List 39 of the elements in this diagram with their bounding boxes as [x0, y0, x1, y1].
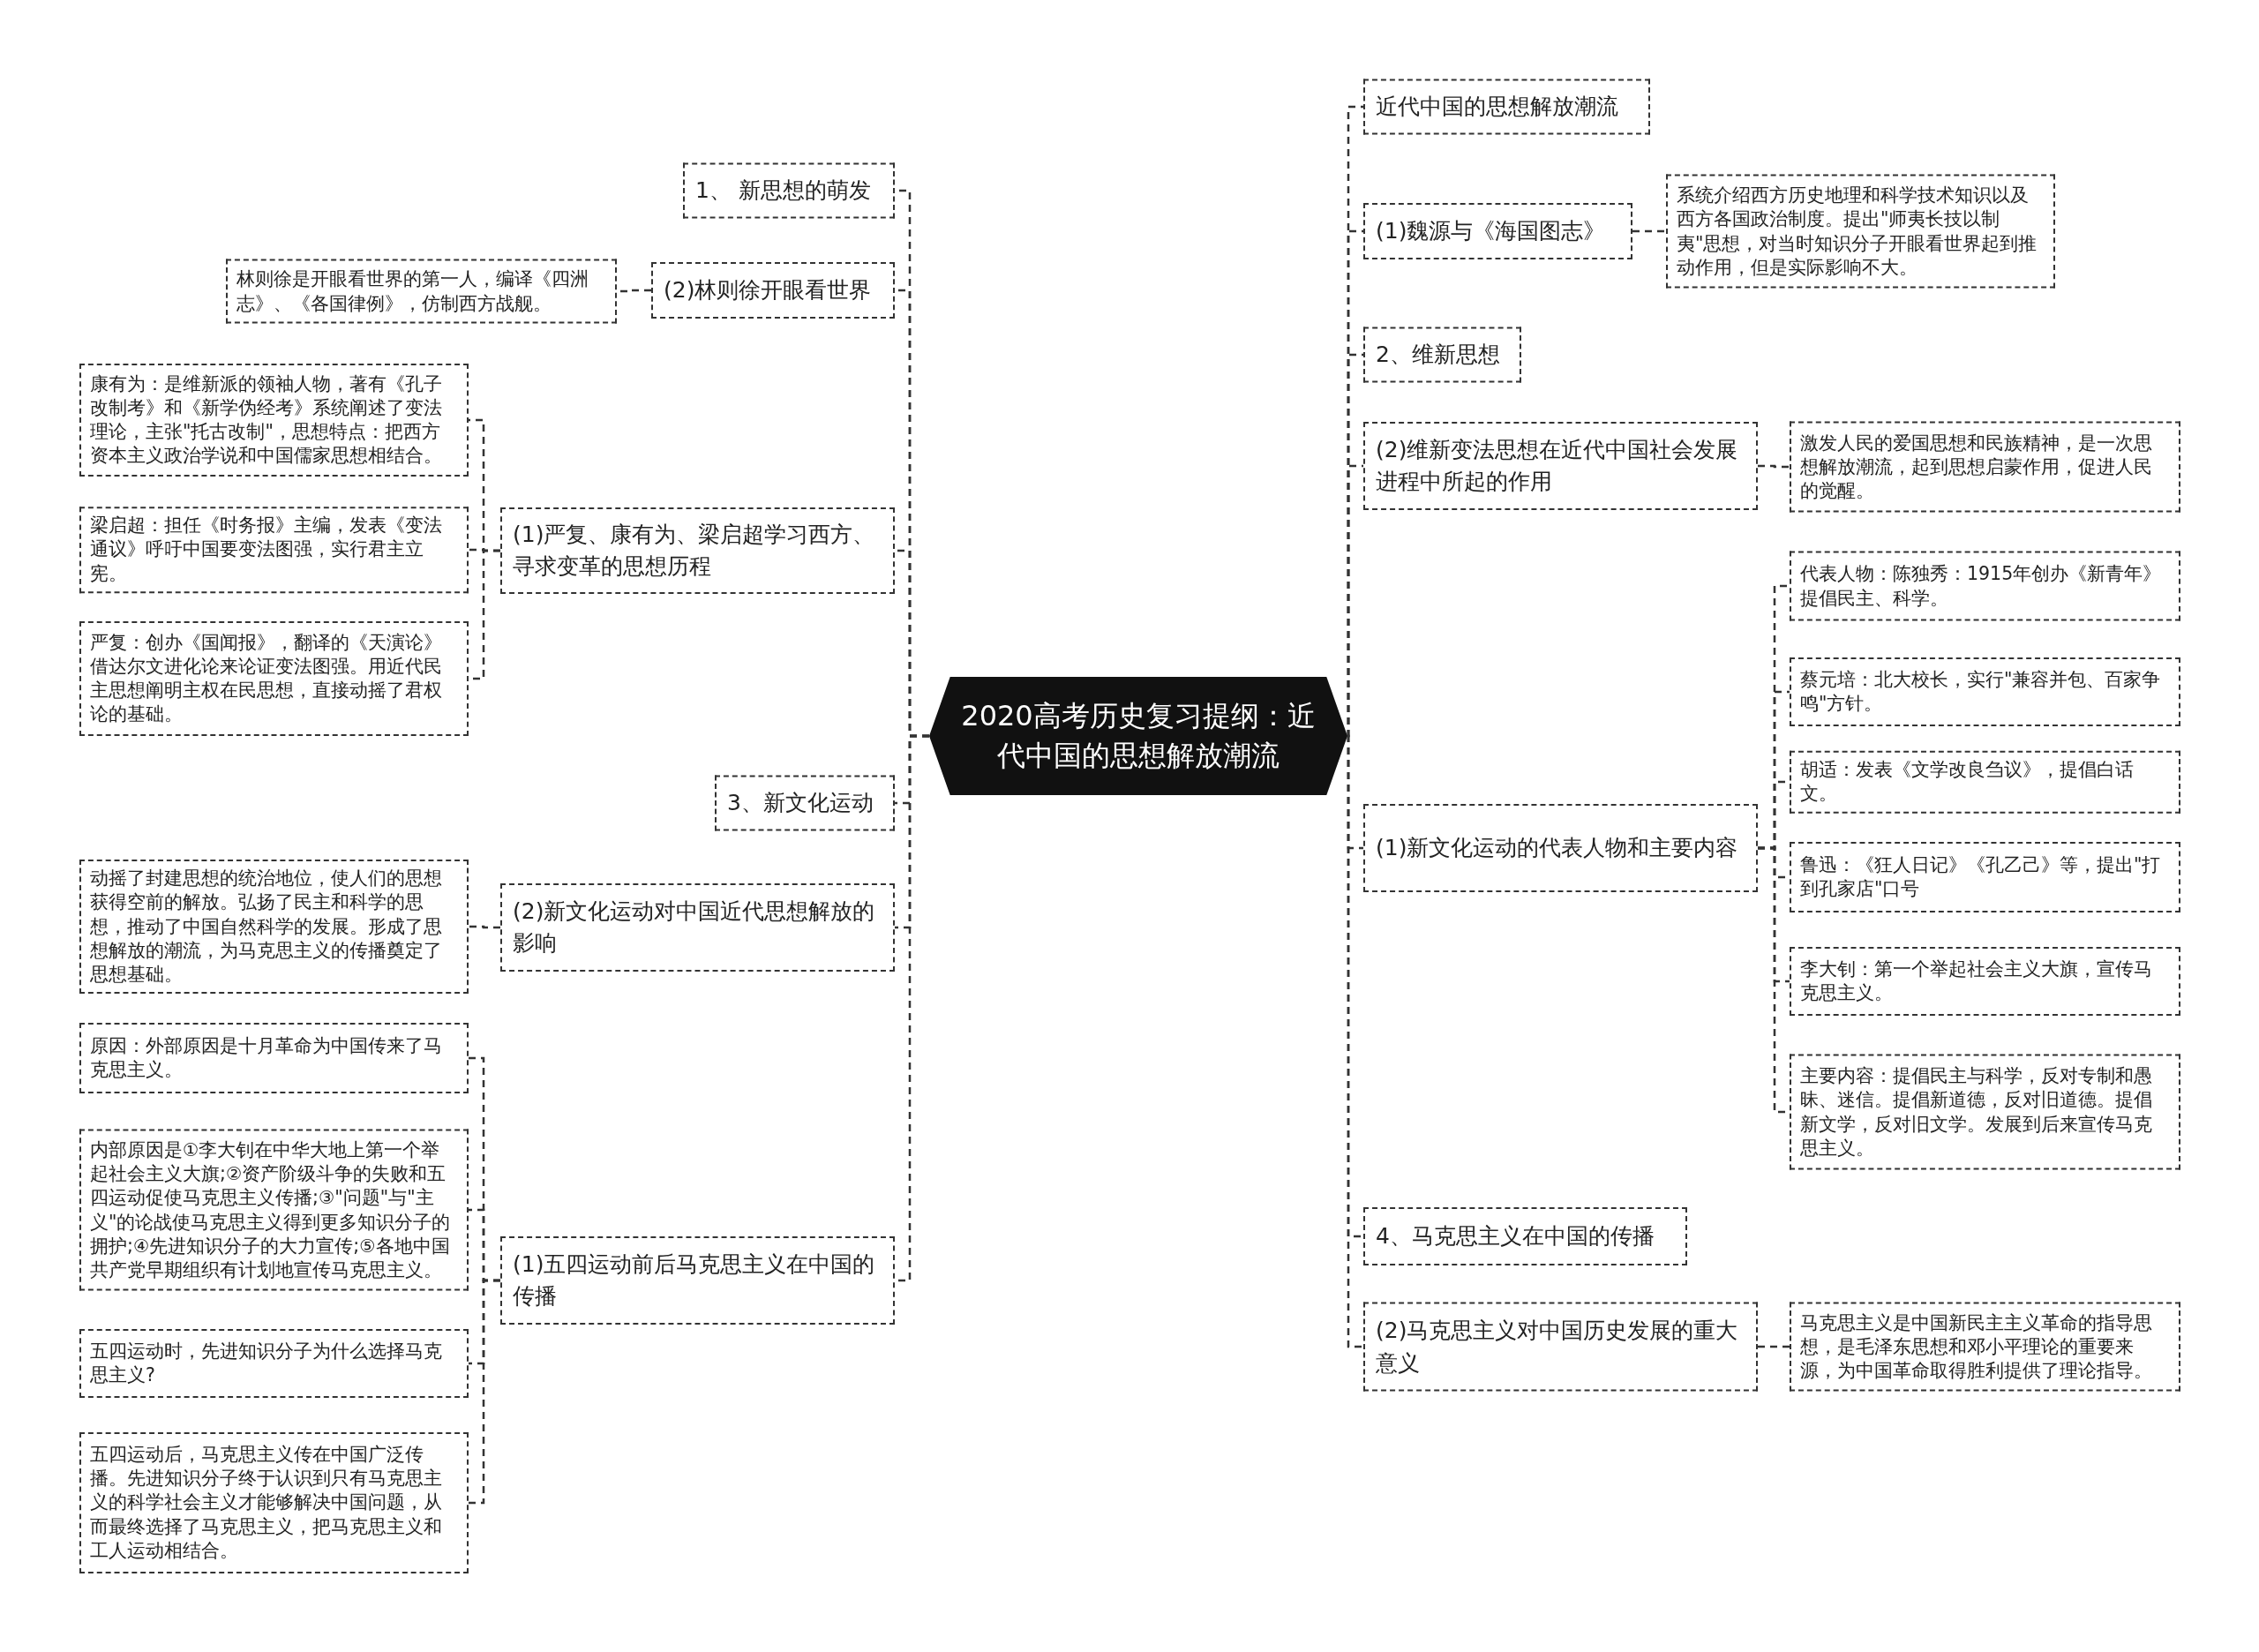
- connector-line: [469, 1279, 500, 1505]
- topic-box: 近代中国的思想解放潮流: [1363, 79, 1650, 135]
- connector-line: [1758, 1345, 1790, 1348]
- note-box: 鲁迅：《狂人日记》《孔乙己》等，提出"打到孔家店"口号: [1790, 842, 2180, 912]
- topic-box: (2)新文化运动对中国近代思想解放的影响: [500, 883, 895, 972]
- topic-box: (1)严复、康有为、梁启超学习西方、寻求变革的思想历程: [500, 507, 895, 594]
- connector-line: [469, 925, 500, 929]
- topic-box: 3、新文化运动: [715, 775, 895, 831]
- topic-box: 1、 新思想的萌发: [683, 162, 895, 219]
- note-box: 主要内容：提倡民主与科学，反对专制和愚昧、迷信。提倡新道德，反对旧道德。提倡新文学，反对旧文学。发展到后来宣传马克思主义。: [1790, 1054, 2180, 1170]
- note-box: 林则徐是开眼看世界的第一人，编译《四洲志》、《各国律例》，仿制西方战舰。: [226, 259, 617, 324]
- topic-box: 2、维新思想: [1363, 327, 1521, 383]
- connector-line: [1758, 464, 1790, 469]
- note-box: 蔡元培：北大校长，实行"兼容并包、百家争鸣"方针。: [1790, 657, 2180, 726]
- connector-line: [1632, 229, 1666, 233]
- note-box: 五四运动后，马克思主义传在中国广泛传播。先进知识分子终于认识到只有马克思主义的科学社会主义才能够解决中国问题，从而最终选择了马克思主义，把马克思主义和工人运动相结合。: [79, 1432, 469, 1573]
- note-box: 五四运动时，先进知识分子为什么选择马克思主义?: [79, 1329, 469, 1398]
- note-box: 内部原因是①李大钊在中华大地上第一个举起社会主义大旗;②资产阶级斗争的失败和五四运动促使马克思主义传播;③"问题"与"主义"的论战使马克思主义得到更多知识分子的拥护;④先进知识分子的大力宣传;⑤各地中国共产党早期组织有计划地宣传马克思主义。: [79, 1129, 469, 1291]
- topic-box: (2)林则徐开眼看世界: [651, 262, 895, 319]
- connector-line: [1346, 734, 1363, 1348]
- note-box: 严复：创办《国闻报》，翻译的《天演论》借达尔文进化论来论证变法图强。用近代民主思想阐明主权在民思想，直接动摇了君权论的基础。: [79, 621, 469, 736]
- topic-box: (2)维新变法思想在近代中国社会发展进程中所起的作用: [1363, 422, 1758, 510]
- topic-box: (1)五四运动前后马克思主义在中国的传播: [500, 1236, 895, 1325]
- note-box: 动摇了封建思想的统治地位，使人们的思想获得空前的解放。弘扬了民主和科学的思想，推动了中国自然科学的发展。形成了思想解放的潮流，为马克思主义的传播奠定了思想基础。: [79, 859, 469, 995]
- topic-box: (2)马克思主义对中国历史发展的重大意义: [1363, 1302, 1758, 1392]
- central-topic: 2020高考历史复习提纲：近代中国的思想解放潮流: [929, 677, 1347, 795]
- note-box: 系统介绍西方历史地理和科学技术知识以及西方各国政治制度。提出"师夷长技以制夷"思想，对当时知识分子开眼看世界起到推动作用，但是实际影响不大。: [1666, 174, 2055, 289]
- note-box: 康有为：是维新派的领袖人物，著有《孔子改制考》和《新学伪经考》系统阐述了变法理论，主张"托古改制"，思想特点：把西方资本主义政治学说和中国儒家思想相结合。: [79, 364, 469, 477]
- connector-line: [1346, 464, 1363, 738]
- note-box: 激发人民的爱国思想和民族精神，是一次思想解放潮流，起到思想启蒙作用，促进人民的觉醒。: [1790, 421, 2180, 513]
- note-box: 代表人物：陈独秀：1915年创办《新青年》提倡民主、科学。: [1790, 551, 2180, 621]
- note-box: 梁启超：担任《时务报》主编，发表《变法通议》呼吁中国要变法图强，实行君主立宪。: [79, 507, 469, 593]
- note-box: 马克思主义是中国新民主主义革命的指导思想，是毛泽东思想和邓小平理论的重要来源，为中国革命取得胜利提供了理论指导。: [1790, 1302, 2180, 1392]
- topic-box: (1)魏源与《海国图志》: [1363, 203, 1632, 259]
- note-box: 李大钊：第一个举起社会主义大旗，宣传马克思主义。: [1790, 947, 2180, 1016]
- topic-box: 4、马克思主义在中国的传播: [1363, 1207, 1687, 1265]
- note-box: 原因：外部原因是十月革命为中国传来了马克思主义。: [79, 1023, 469, 1093]
- topic-box: (1)新文化运动的代表人物和主要内容: [1363, 804, 1758, 892]
- note-box: 胡适：发表《文学改良刍议》，提倡白话文。: [1790, 750, 2180, 814]
